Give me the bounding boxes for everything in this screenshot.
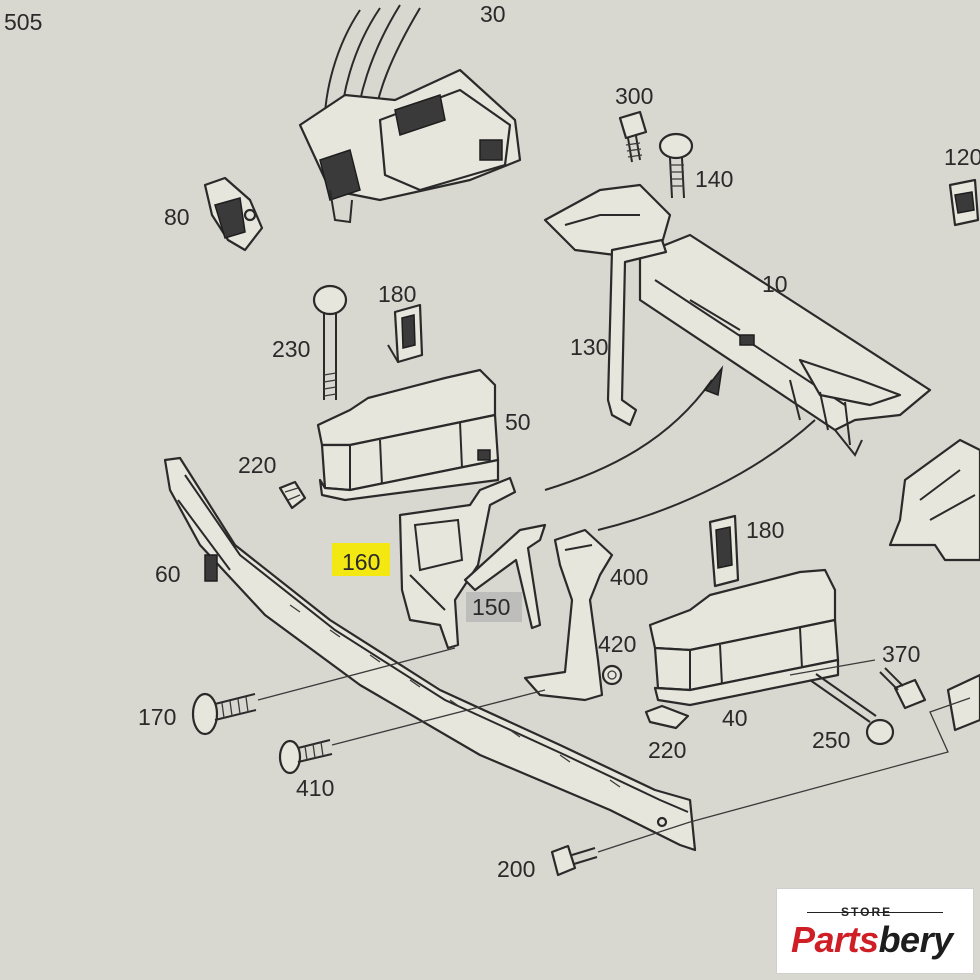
callout-180-lower: 180 [746,517,784,543]
part-120-clip [948,178,980,227]
callout-400: 400 [610,564,648,590]
part-370-bolt [879,667,927,710]
callout-420: 420 [598,631,636,657]
callout-200: 200 [497,856,535,882]
callout-300: 300 [615,83,653,109]
callout-130: 130 [570,334,608,360]
callout-170: 170 [138,704,176,730]
part-150-support [463,523,547,630]
part-50-crash-box [316,368,500,502]
part-40-crash-box [648,568,840,707]
callout-410: 410 [296,775,334,801]
part-60-bumper-beam [163,456,697,852]
callout-120: 120 [944,144,980,170]
callout-250: 250 [812,727,850,753]
part-130-strut-rod [606,238,668,427]
part-420-nut [601,664,623,686]
part-400-bracket [523,528,614,702]
callout-80: 80 [164,204,190,230]
partsbery-store-logo: STORE Partsbery [776,888,974,974]
leader-lines [257,647,971,853]
logo-wordmark-parts: Parts [791,919,879,960]
logo-divider-line [807,912,943,913]
part-80-small-bracket [203,176,264,252]
part-180-lower-clip [708,514,740,588]
part-220-right-nut [644,704,690,730]
part-180-upper-clip [387,303,424,364]
sheet-number: 505 [4,9,42,35]
right-edge-partial-parts [888,438,980,732]
callout-140: 140 [695,166,733,192]
part-30-connector-block [298,4,522,224]
callout-150-highlight [466,592,522,622]
callout-30: 30 [480,1,506,27]
callout-50: 50 [505,409,531,435]
assembly-arrows [544,365,816,531]
part-170-bolt [191,692,257,736]
part-220-left-nut [278,480,307,510]
callout-220-left: 220 [238,452,276,478]
part-410-screw [278,739,333,775]
callout-160-highlight [332,543,390,576]
part-10-cross-member [543,183,932,457]
callout-150: 150 [472,594,510,620]
callout-220-right: 220 [648,737,686,763]
callout-230: 230 [272,336,310,362]
callout-160: 160 [342,549,380,575]
callout-180-upper: 180 [378,281,416,307]
logo-wordmark: Partsbery [791,919,953,961]
part-230-long-bolt [312,284,348,400]
part-300-bolt [618,110,648,163]
callout-40: 40 [722,705,748,731]
logo-store-label: STORE [841,905,893,919]
part-250-long-bolt [809,673,895,746]
callout-60: 60 [155,561,181,587]
callout-10: 10 [762,271,788,297]
part-140-bolt [658,132,694,199]
logo-wordmark-bery: bery [878,919,954,960]
callout-370: 370 [882,641,920,667]
part-200-bolt [550,844,598,877]
